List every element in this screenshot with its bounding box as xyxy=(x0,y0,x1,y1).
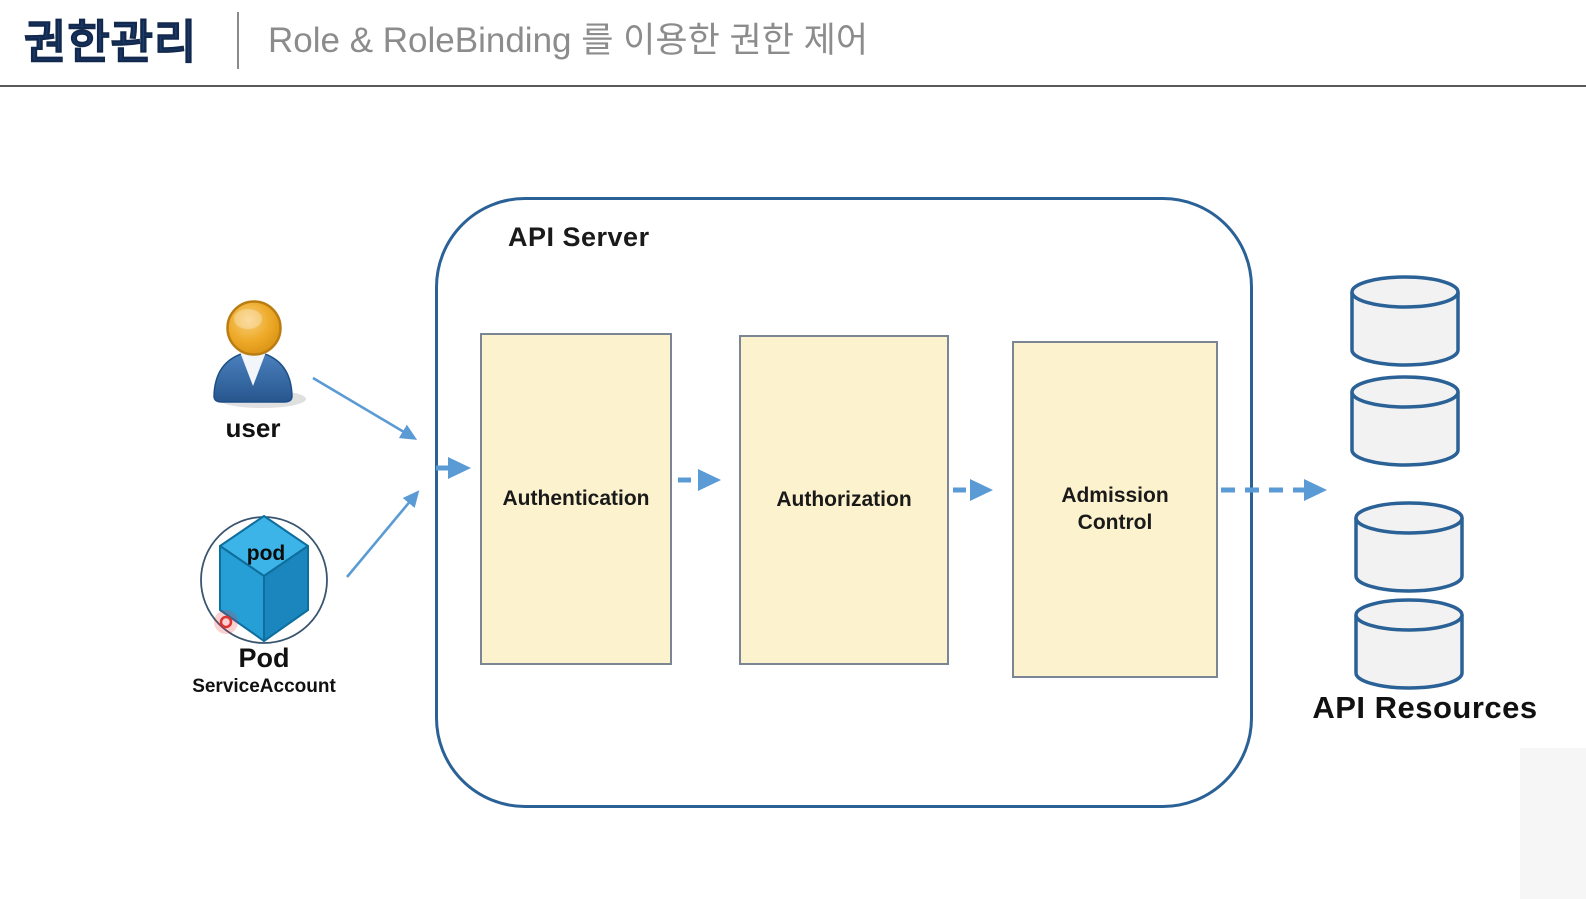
page-title: 권한관리 xyxy=(23,16,198,69)
user-shadow xyxy=(218,390,306,408)
stage-admission-control: Admission Control xyxy=(1012,341,1218,678)
pod-icon: pod xyxy=(200,515,328,644)
api-resource-cylinder xyxy=(1354,598,1464,690)
laser-pointer-dot xyxy=(219,615,233,629)
page-subtitle: Role & RoleBinding 를 이용한 권한 제어 xyxy=(268,21,869,60)
arrow-pod-to-apiserver xyxy=(346,490,420,578)
api-resources-stack xyxy=(1350,275,1464,690)
header-rule xyxy=(0,85,1586,87)
laser-pointer-glow xyxy=(214,610,238,634)
pod-cube-left xyxy=(219,545,265,642)
user-head xyxy=(226,300,282,356)
pod-cube-right xyxy=(263,545,309,642)
api-resources-label: API Resources xyxy=(1312,690,1538,725)
pod-label: Pod xyxy=(238,643,290,673)
user-icon xyxy=(213,300,306,408)
header-divider xyxy=(237,12,239,69)
user-collar xyxy=(240,352,266,386)
stage-authentication: Authentication xyxy=(480,333,672,665)
pod-cube-top xyxy=(219,515,309,577)
user-body xyxy=(213,350,293,403)
arrow-user-to-apiserver xyxy=(312,376,418,440)
user-head-highlight xyxy=(234,309,262,329)
api-resource-cylinder xyxy=(1354,501,1464,593)
api-server-label: API Server xyxy=(508,222,650,252)
corner-artifact xyxy=(1520,748,1586,899)
user-label: user xyxy=(225,413,281,443)
api-resource-cylinder xyxy=(1350,275,1460,367)
api-resource-cylinder xyxy=(1350,375,1460,467)
serviceaccount-label: ServiceAccount xyxy=(192,676,336,697)
pod-icon-label: pod xyxy=(247,542,285,565)
pod-circle xyxy=(200,516,328,644)
stage-authorization: Authorization xyxy=(739,335,949,665)
